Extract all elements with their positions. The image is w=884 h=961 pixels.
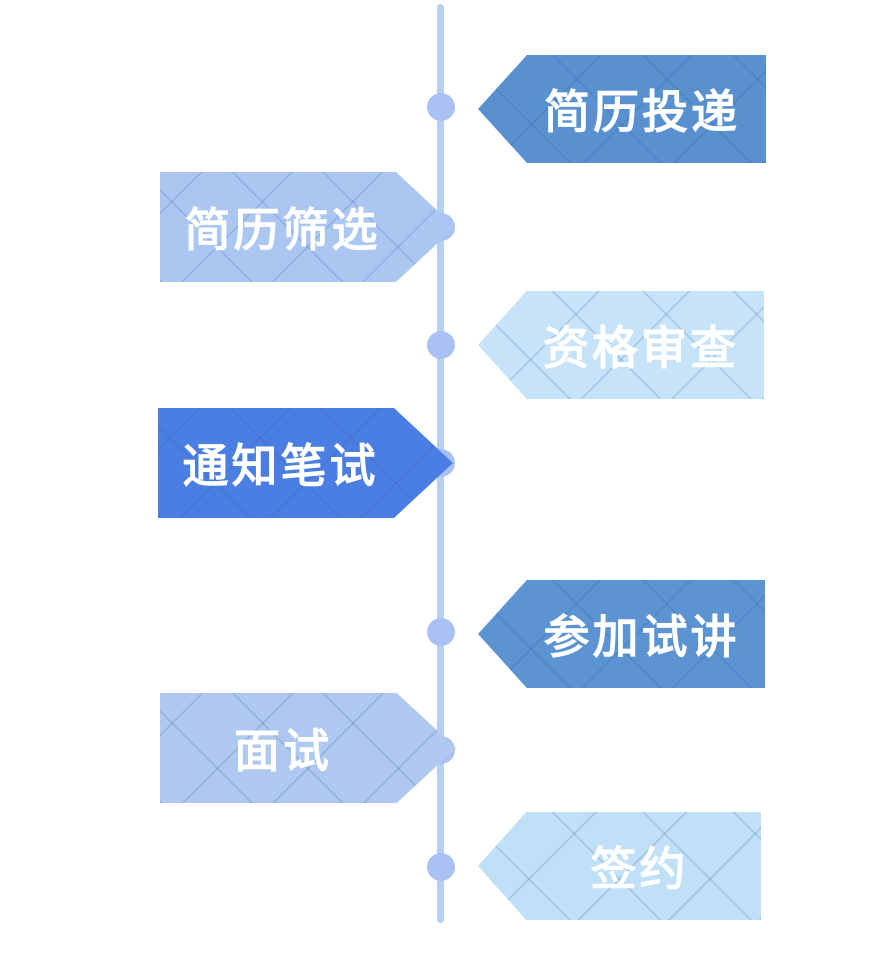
step-label: 签约 xyxy=(590,843,689,895)
step-label: 简历筛选 xyxy=(184,204,381,256)
step-label: 参加试讲 xyxy=(543,611,740,663)
banner-resume-submission: 简历投递 xyxy=(478,55,766,163)
step-label: 通知笔试 xyxy=(182,440,379,492)
banner-written-test-notice: 通知笔试 xyxy=(158,408,453,518)
timeline-dot xyxy=(427,853,455,881)
step-label: 资格审查 xyxy=(543,322,739,374)
step-label: 简历投递 xyxy=(544,86,740,138)
banner-qualification-review: 资格审查 xyxy=(478,291,764,399)
timeline-dot xyxy=(427,93,455,121)
banner-signing: 签约 xyxy=(478,812,761,920)
timeline-dot xyxy=(427,618,455,646)
step-label: 面试 xyxy=(234,725,332,777)
timeline-dot xyxy=(427,331,455,359)
banner-trial-lecture: 参加试讲 xyxy=(478,580,765,688)
banner-interview: 面试 xyxy=(160,693,456,803)
banner-resume-screening: 简历筛选 xyxy=(160,172,455,282)
